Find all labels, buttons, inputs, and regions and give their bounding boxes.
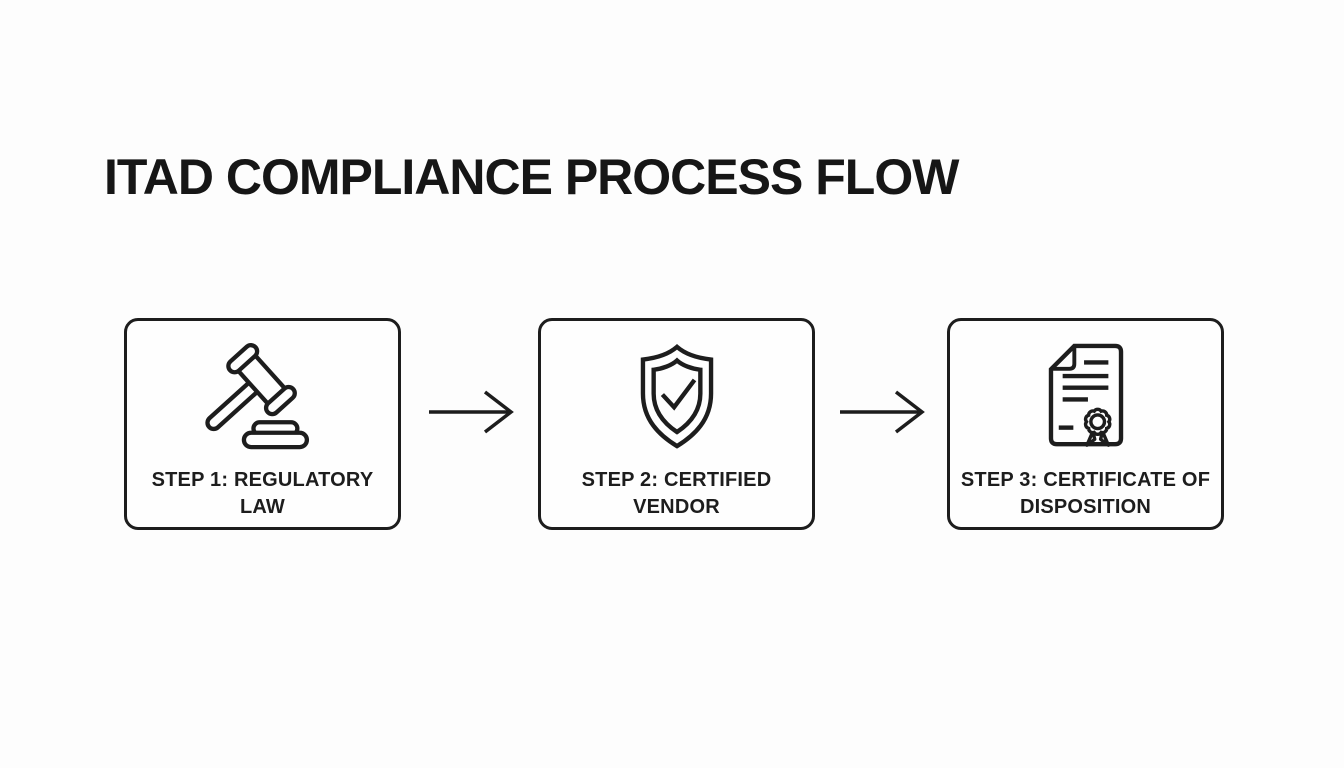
step-box-certified-vendor: STEP 2: CERTIFIED VENDOR xyxy=(538,318,815,530)
flow-arrow-icon xyxy=(429,390,514,434)
shield-check-icon xyxy=(633,333,721,459)
step-label-line: VENDOR xyxy=(633,496,720,518)
step-label: STEP 2: CERTIFIED VENDOR xyxy=(582,467,772,521)
step-label-line: STEP 1: REGULATORY xyxy=(151,469,374,491)
step-box-regulatory-law: STEP 1: REGULATORY LAW xyxy=(124,318,401,530)
step-label-line: LAW xyxy=(239,496,286,518)
step-label-line: DISPOSITION xyxy=(1019,496,1152,518)
step-label-line: STEP 2: CERTIFIED xyxy=(581,469,772,491)
gavel-icon xyxy=(200,333,326,459)
certificate-icon xyxy=(1046,333,1126,459)
step-label: STEP 1: REGULATORY LAW xyxy=(152,467,374,521)
step-label: STEP 3: CERTIFICATE OF DISPOSITION xyxy=(961,467,1210,521)
flow-arrow-icon xyxy=(840,390,925,434)
step-label-line: STEP 3: CERTIFICATE OF xyxy=(960,469,1211,491)
step-box-certificate-of-disposition: STEP 3: CERTIFICATE OF DISPOSITION xyxy=(947,318,1224,530)
page-title: ITAD COMPLIANCE PROCESS FLOW xyxy=(104,149,959,205)
